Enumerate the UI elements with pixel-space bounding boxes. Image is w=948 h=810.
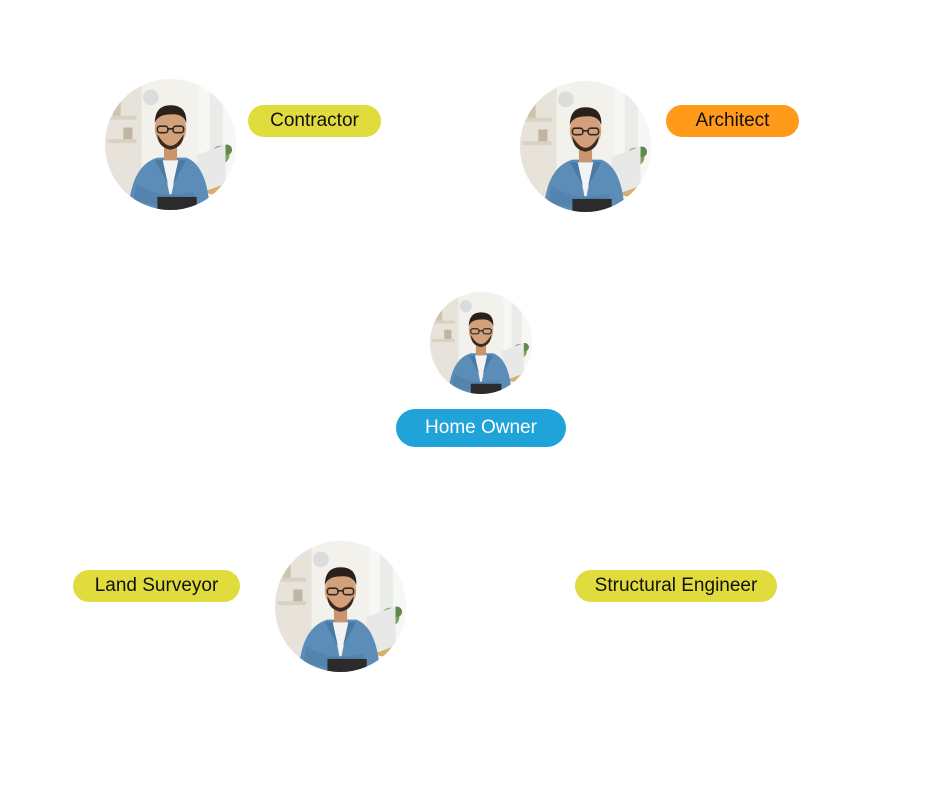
home-owner-avatar: [430, 292, 532, 394]
person-avatar-icon: [105, 79, 236, 210]
architect-avatar: [520, 81, 651, 212]
contractor-avatar: [105, 79, 236, 210]
person-avatar-icon: [275, 541, 406, 672]
person-avatar-icon: [430, 292, 532, 394]
contractor-label: Contractor: [248, 105, 381, 137]
land-surveyor-avatar: [275, 541, 406, 672]
home-owner-label: Home Owner: [396, 409, 566, 447]
person-avatar-icon: [520, 81, 651, 212]
land-surveyor-label: Land Surveyor: [73, 570, 240, 602]
structural-engineer-label: Structural Engineer: [575, 570, 777, 602]
architect-label: Architect: [666, 105, 799, 137]
